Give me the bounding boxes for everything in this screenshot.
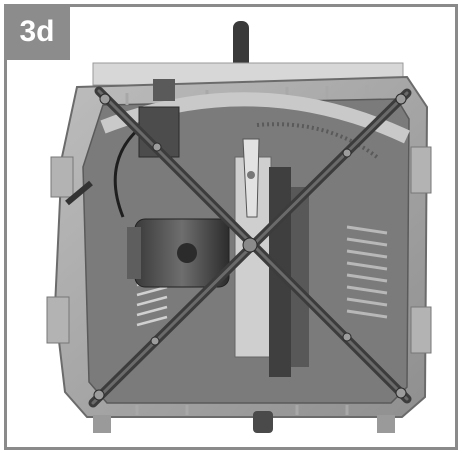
vent-grille xyxy=(346,225,388,319)
step-label: 3d xyxy=(4,4,70,60)
figure-frame xyxy=(4,4,458,450)
motor xyxy=(127,218,230,288)
table-saw-underside-illustration xyxy=(7,7,455,447)
cross-brace xyxy=(88,86,412,408)
